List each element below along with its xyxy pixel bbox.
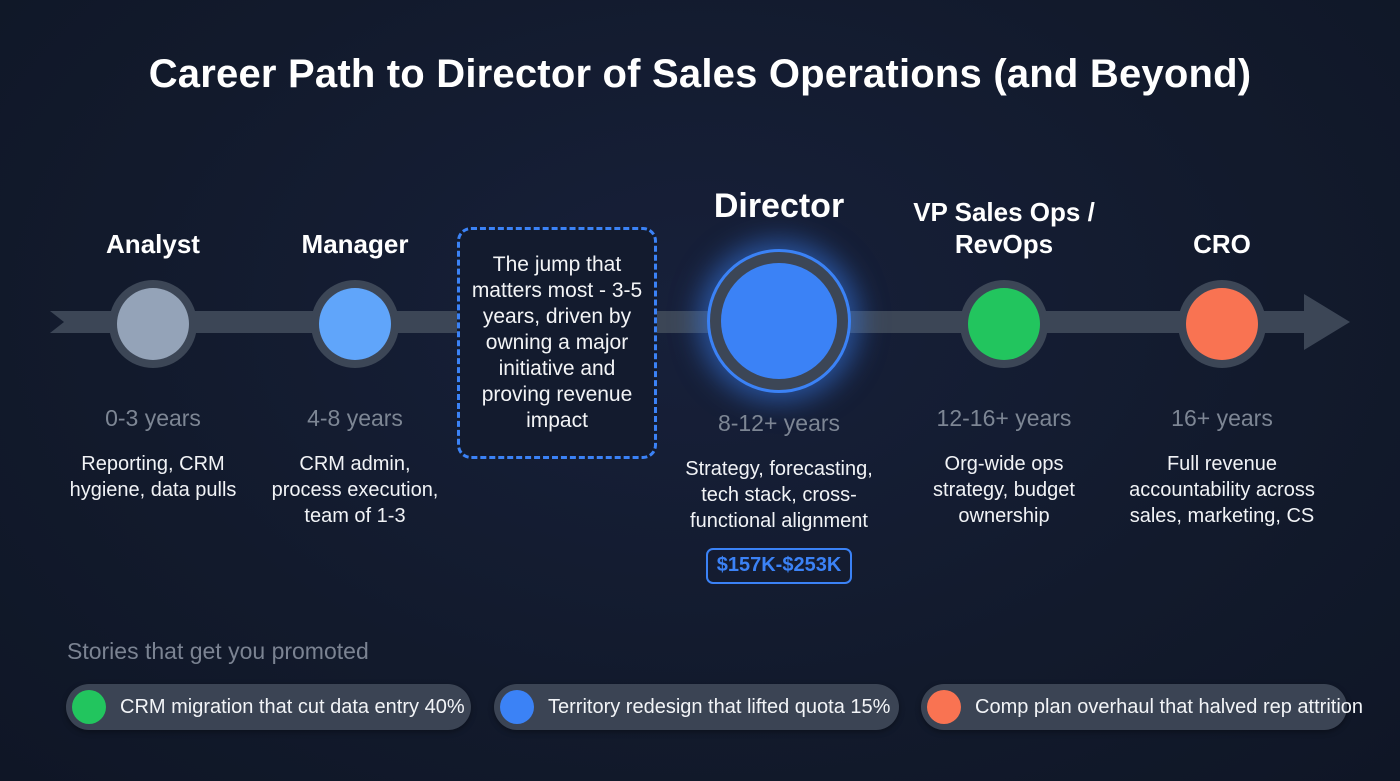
manager-dot-icon	[319, 288, 391, 360]
analyst-dot-icon	[117, 288, 189, 360]
vp-years: 12-16+ years	[936, 405, 1072, 431]
green-dot-icon	[72, 690, 106, 724]
stage-label-line2: RevOps	[954, 229, 1054, 259]
director-node	[707, 249, 851, 393]
stage-label-line1: VP Sales Ops /	[913, 197, 1095, 227]
timeline-tail-notch	[50, 311, 64, 333]
cro-dot-icon	[1186, 288, 1258, 360]
story-pill: CRM migration that cut data entry 40%	[66, 684, 471, 730]
stage-cro-title: CRO	[1122, 228, 1322, 260]
story-text: Territory redesign that lifted quota 15%	[548, 695, 891, 718]
director-salary-badge: $157K-$253K	[706, 548, 852, 584]
analyst-description: Reporting, CRM hygiene, data pulls	[69, 453, 237, 501]
stage-vp-title: VP Sales Ops / RevOps	[884, 196, 1124, 260]
director-years: 8-12+ years	[717, 410, 841, 436]
vp-dot-icon	[968, 288, 1040, 360]
key-jump-callout: The jump that matters most - 3-5 years, …	[457, 227, 657, 459]
stories-heading: Stories that get you promoted	[67, 638, 369, 664]
cro-node	[1178, 280, 1266, 368]
manager-description: CRM admin, process execution, team of 1-…	[271, 453, 439, 527]
cro-years: 16+ years	[1171, 405, 1273, 431]
page-title: Career Path to Director of Sales Operati…	[148, 52, 1252, 96]
vp-node	[960, 280, 1048, 368]
timeline-arrow-head-icon	[1304, 294, 1350, 350]
manager-years: 4-8 years	[307, 405, 403, 431]
story-text: Comp plan overhaul that halved rep attri…	[975, 695, 1364, 718]
stage-label: Analyst	[106, 229, 200, 259]
analyst-years: 0-3 years	[105, 405, 201, 431]
stage-label: CRO	[1193, 229, 1251, 259]
analyst-node	[109, 280, 197, 368]
orange-dot-icon	[927, 690, 961, 724]
vp-description: Org-wide ops strategy, budget ownership	[933, 453, 1075, 527]
stage-director-title: Director	[679, 186, 879, 226]
stage-label: Director	[713, 187, 845, 225]
story-pill: Comp plan overhaul that halved rep attri…	[921, 684, 1363, 730]
timeline-track	[50, 311, 1310, 333]
stage-analyst-title: Analyst	[53, 228, 253, 260]
cro-description: Full revenue accountability across sales…	[1129, 453, 1315, 527]
stage-label: Manager	[301, 229, 409, 259]
manager-node	[311, 280, 399, 368]
story-text: CRM migration that cut data entry 40%	[120, 695, 465, 718]
blue-dot-icon	[500, 690, 534, 724]
director-dot-icon	[721, 263, 837, 379]
story-pill: Territory redesign that lifted quota 15%	[494, 684, 899, 730]
stage-manager-title: Manager	[255, 228, 455, 260]
director-description: Strategy, forecasting, tech stack, cross…	[685, 458, 873, 532]
callout-text: The jump that matters most - 3-5 years, …	[471, 253, 643, 432]
